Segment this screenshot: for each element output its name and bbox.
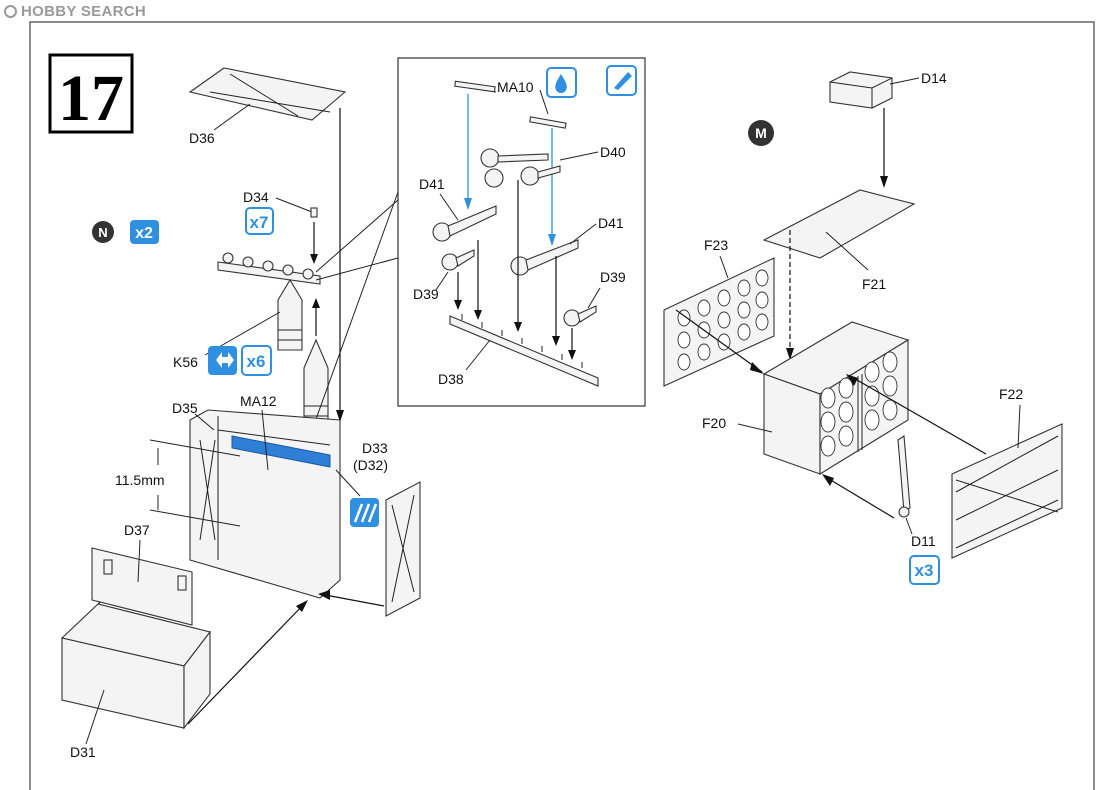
hobby-search-logo-icon [4,5,17,18]
part-d37 [91,547,193,626]
part-f23 [663,257,775,387]
x6-badge: x6 [241,345,272,376]
turn-over-icon [208,346,237,375]
part-d33 [385,481,421,617]
part-d11 [897,435,911,518]
label-f20: F20 [702,415,726,431]
part-d41-left [432,205,497,242]
x7-badge: x7 [245,207,274,235]
x6-count: x6 [247,352,266,371]
part-d39-left [441,249,475,271]
page-frame [29,21,1095,790]
label-d33: D33 [362,440,388,456]
part-d40 [480,148,561,188]
x2-count: x2 [135,225,153,242]
part-d39-right [563,305,597,327]
part-d36 [188,67,347,121]
label-ma12: MA12 [240,393,277,409]
label-ma10: MA10 [497,79,534,95]
shell-k56 [277,278,303,351]
ma12-strip [231,435,331,468]
m-symbol-text: M [755,125,767,141]
n-symbol: N [98,225,107,240]
shell-2 [303,338,329,429]
part-f21 [762,189,916,271]
part-f22 [951,423,1063,559]
part-f20 [762,321,910,475]
label-d37: D37 [124,522,150,538]
label-k56: K56 [173,354,198,370]
part-d38 [449,314,599,387]
label-d11: D11 [911,533,936,549]
x3-badge: x3 [909,555,940,585]
label-d41-right: D41 [598,215,624,231]
watermark: HOBBY SEARCH [4,3,146,20]
dimension-label: 11.5mm [115,472,165,488]
label-d38: D38 [438,371,464,387]
brush-icon [606,65,637,96]
label-d34: D34 [243,189,269,205]
paint-drop-icon [546,67,577,98]
label-d31: D31 [70,744,96,760]
hatch-icon [350,498,379,527]
label-d39-right: D39 [600,269,626,285]
detail-inset: MA10 D40 D41 [397,57,646,407]
label-d14: D14 [921,70,947,86]
label-f22: F22 [999,386,1023,402]
label-d35: D35 [172,400,198,416]
label-d41-left: D41 [419,176,445,192]
label-d36: D36 [189,130,215,146]
x3-count: x3 [915,561,934,580]
shell-rack [217,252,321,285]
part-d14 [829,71,893,109]
watermark-text: HOBBY SEARCH [21,3,147,20]
label-f23: F23 [704,237,728,253]
m-symbol: M [748,120,774,146]
label-f21: F21 [862,276,886,292]
part-d41-right [510,239,579,276]
step-number-box: 17 [48,53,134,135]
part-d35-box [189,409,341,599]
x7-count: x7 [250,213,269,232]
part-d31 [60,603,211,730]
label-d39-left: D39 [413,286,439,302]
label-d32: (D32) [353,457,388,473]
label-d40: D40 [600,144,626,160]
n-x2-badge: N x2 [92,220,159,244]
step-number: 17 [58,62,124,135]
